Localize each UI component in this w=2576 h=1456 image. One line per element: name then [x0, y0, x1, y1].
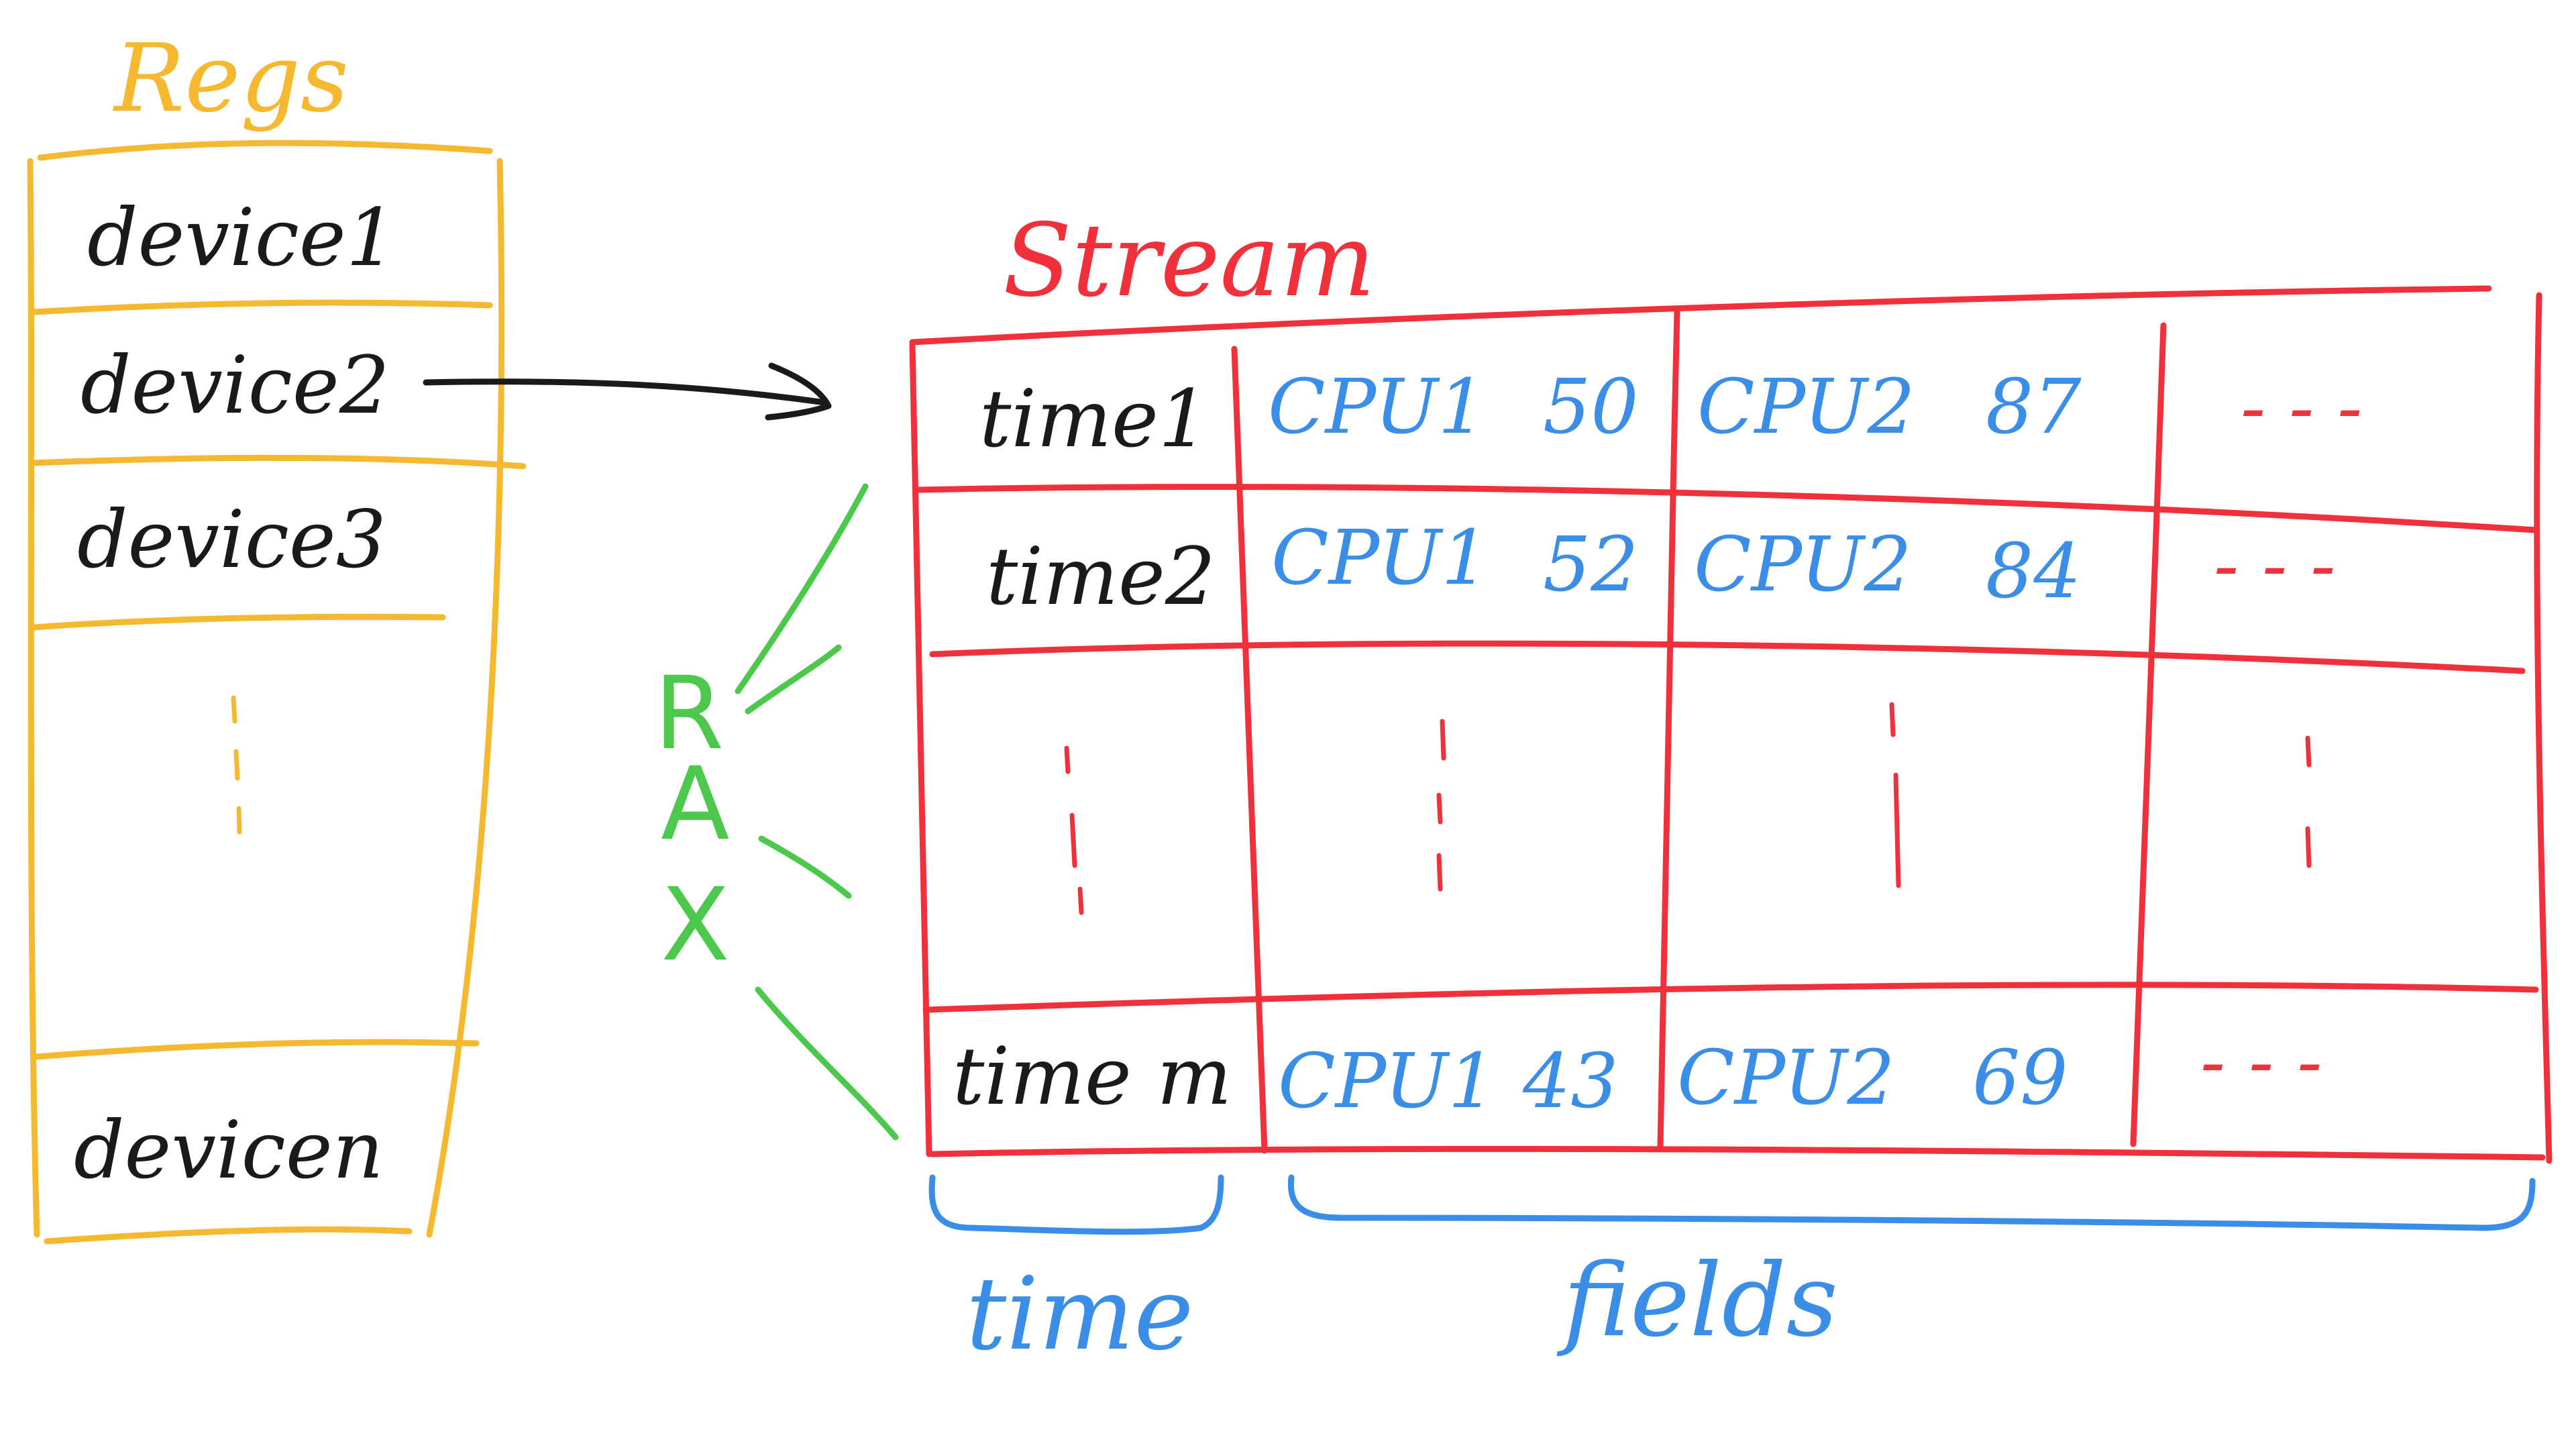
regs-title: Regs	[112, 24, 349, 134]
rax-letter-x: X	[661, 867, 730, 984]
rax-annotation: R A X	[654, 483, 899, 1141]
stream-row-line	[922, 982, 2539, 1013]
time-brace: time	[928, 1174, 1224, 1373]
rax-line	[755, 986, 899, 1141]
device-to-stream-arrow	[423, 362, 832, 421]
cpu1-label: CPU1	[1271, 515, 1489, 602]
time-brace-label: time	[966, 1256, 1193, 1373]
cpu1-label: CPU1	[1268, 364, 1486, 451]
fields-brace-line	[1287, 1174, 2536, 1231]
stream-ellipsis-dots	[2305, 735, 2312, 868]
fields-brace-label: fields	[1556, 1243, 1838, 1359]
cpu1-value: 43	[1522, 1038, 1619, 1125]
regs-table: Regs device1 device2 device3 devicen	[27, 24, 527, 1245]
stream-row-line	[929, 640, 2526, 674]
cpu2-value: 69	[1972, 1035, 2068, 1122]
stream-ellipsis-dots	[1436, 719, 1446, 892]
regs-bottom-line	[44, 1226, 413, 1245]
stream-time-cell: time1	[979, 372, 1209, 465]
cpu2-label: CPU2	[1697, 364, 1915, 451]
regs-device-2: device2	[80, 339, 390, 431]
stream-ellipsis-dots	[1064, 745, 1084, 915]
cpu2-value: 84	[1986, 528, 2082, 615]
regs-row-separator	[30, 613, 446, 631]
stream-col-line	[1657, 309, 1680, 1151]
cpu2-value: 87	[1986, 364, 2082, 451]
regs-top-line	[37, 140, 493, 161]
arrow-head	[765, 362, 832, 421]
rax-letter-a: A	[661, 746, 730, 863]
stream-more-cell: - - -	[2214, 522, 2335, 608]
rax-letter-r: R	[654, 656, 724, 772]
regs-device-3: device3	[77, 493, 386, 586]
rax-line	[758, 835, 852, 899]
regs-row-separator	[34, 1039, 480, 1060]
stream-row-line	[916, 484, 2539, 533]
cpu1-value: 52	[1543, 521, 1639, 609]
stream-more-cell: - - -	[2241, 364, 2362, 450]
stream-col-line	[1231, 346, 1268, 1154]
regs-row-separator	[30, 454, 527, 470]
cpu2-label: CPU2	[1677, 1035, 1895, 1122]
stream-col-line	[2534, 292, 2553, 1164]
regs-device-n: devicen	[74, 1104, 384, 1196]
stream-time-cell: time2	[986, 530, 1216, 623]
cpu1-value: 50	[1543, 364, 1639, 451]
cpu2-label: CPU2	[1694, 521, 1912, 609]
stream-time-cell: time m	[953, 1030, 1232, 1123]
stream-top-line	[909, 285, 2492, 346]
stream-ellipsis-dots	[1889, 702, 1901, 888]
rax-line	[735, 483, 869, 694]
stream-more-cell: - - -	[2200, 1019, 2322, 1104]
arrow-shaft	[423, 378, 828, 406]
stream-col-line	[2130, 322, 2167, 1147]
cpu1-label: CPU1	[1278, 1038, 1496, 1125]
stream-bottom-line	[929, 1145, 2546, 1161]
regs-ellipsis-dots	[231, 695, 242, 835]
rax-line	[745, 644, 842, 715]
fields-brace: fields	[1287, 1174, 2536, 1359]
stream-table: Stream time1 CPU1 50 CPU2 87 - - - time2…	[909, 203, 2553, 1164]
time-brace-line	[928, 1174, 1224, 1235]
regs-frame-right	[426, 158, 505, 1238]
regs-row-separator	[30, 299, 493, 315]
regs-device-1: device1	[87, 191, 396, 284]
regs-frame-left	[27, 158, 40, 1238]
stream-title: Stream	[1003, 203, 1375, 319]
stream-col-line	[909, 342, 932, 1157]
